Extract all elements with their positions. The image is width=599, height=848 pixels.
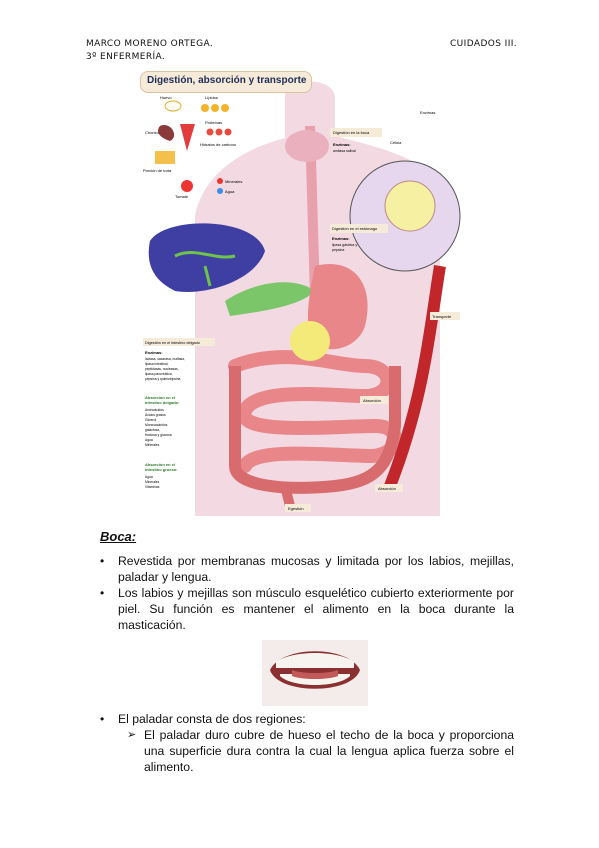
cell-nucleus [384, 180, 436, 232]
abs-small-6: fructosa y glucosa [145, 433, 172, 437]
bullet-text-2: Los labios y mejillas son músculo esquel… [118, 586, 514, 632]
abs-large-1: Agua [145, 475, 153, 479]
intestine-enzyme-4: lipasa pancreática, [145, 372, 173, 376]
egg-icon [164, 100, 182, 112]
label-egestion: Egestión [288, 506, 304, 511]
abs-large-title-2: intestino grueso: [145, 467, 177, 472]
arrow-bullet-icon: ➢ [127, 729, 137, 741]
bullet-icon: • [100, 586, 105, 600]
label-absorption-1: Absorción [363, 398, 381, 403]
abs-small-title-1: Absorción en el [145, 395, 175, 400]
intestine-enzyme-1: lactasa, sacarasa, maltasa, [145, 357, 185, 361]
box-intestine-enzymes: Enzimas: [145, 350, 163, 355]
food-label-water: Agua [225, 189, 235, 194]
tomato-icon [181, 180, 193, 192]
label-transport: Transporte [432, 314, 452, 319]
mouth-region [285, 130, 329, 162]
food-label-cake: Porción de torta [143, 168, 172, 173]
food-label-minerals: Minerales [225, 179, 242, 184]
abs-small-8: Minerales [145, 443, 160, 447]
bullet-text-3: El paladar consta de dos regiones: [118, 712, 306, 726]
bullet-icon: • [100, 554, 105, 568]
pancreas [225, 282, 315, 316]
blood-vessel [384, 265, 446, 489]
box-stomach-enzymes: Enzimas: [332, 236, 350, 241]
label-absorption-2: Absorción [378, 486, 396, 491]
intestine-enzyme-5: pepsina y quimiotripsina [145, 377, 181, 381]
figure-title: Digestión, absorción y transporte [147, 75, 307, 86]
large-intestine [229, 366, 401, 494]
abs-small-4: Monosacáridos [145, 423, 168, 427]
bullet-icon: • [100, 712, 105, 726]
label-enzymes-legend: Enzimas [420, 110, 435, 115]
box-stomach-title: Digestión en el estómago [332, 226, 378, 231]
box-mouth-title: Digestión en la boca [333, 130, 370, 135]
cake-icon [155, 151, 175, 164]
section-title: Boca: [100, 529, 137, 544]
abs-small-3: Glicerol [145, 418, 156, 422]
sausage-icon [158, 124, 175, 141]
header-left: MARCO MORENO ORTEGA. 3º ENFERMERÍA. [86, 38, 213, 64]
box-stomach-e2: pepsina [332, 248, 344, 252]
intestine-enzyme-3: peptidasas, nucleasas, [145, 367, 179, 371]
abs-small-7: Agua [145, 438, 153, 442]
box-stomach-e1: lipasa gástrica y [332, 243, 357, 247]
course-year: 3º ENFERMERÍA. [86, 52, 166, 62]
liver [148, 223, 265, 292]
label-cell: Célula [390, 140, 402, 145]
abs-small-2: Ácidos grasos [145, 413, 166, 417]
abs-small-1: Aminoácidos [145, 408, 164, 412]
food-label-tomato: Tomate [175, 194, 189, 199]
protein-icon [180, 124, 195, 151]
food-label-egg: Huevo [160, 95, 172, 100]
box-intestine-title: Digestión en el intestino delgado [145, 341, 200, 345]
mouth-teeth-image [262, 640, 368, 706]
food-label-lipids: Lípidos [205, 95, 218, 100]
digestion-figure: Huevo Lípidos Chorizo Proteínas Hidratos… [135, 66, 465, 516]
sub-bullet-text-1: El paladar duro cubre de hueso el techo … [144, 728, 514, 774]
abs-large-title-1: Absorción en el [145, 462, 175, 467]
figure-title-box: Digestión, absorción y transporte [140, 71, 312, 93]
food-label-proteins: Proteínas [205, 120, 222, 125]
digestion-diagram: Huevo Lípidos Chorizo Proteínas Hidratos… [143, 81, 461, 516]
abs-large-2: Minerales [145, 480, 160, 484]
intestine-enzyme-2: lipasa intestinal, [145, 362, 169, 366]
box-mouth-enzyme: amilasa salival [333, 149, 356, 153]
bolus [290, 321, 330, 361]
bullet-text-1: Revestida por membranas mucosas y limita… [118, 554, 514, 584]
course-title: CUIDADOS III. [450, 39, 518, 49]
small-intestine [228, 350, 402, 473]
food-label-carbs: Hidratos de carbono [200, 142, 237, 147]
abs-large-3: Vitaminas [145, 485, 160, 489]
abs-small-5: galactosa, [145, 428, 160, 432]
food-label-chorizo: Chorizo [145, 130, 160, 135]
abs-small-title-2: intestino delgado: [145, 400, 179, 405]
box-mouth-enzymes: Enzimas: [333, 142, 351, 147]
author-name: MARCO MORENO ORTEGA. [86, 39, 214, 49]
